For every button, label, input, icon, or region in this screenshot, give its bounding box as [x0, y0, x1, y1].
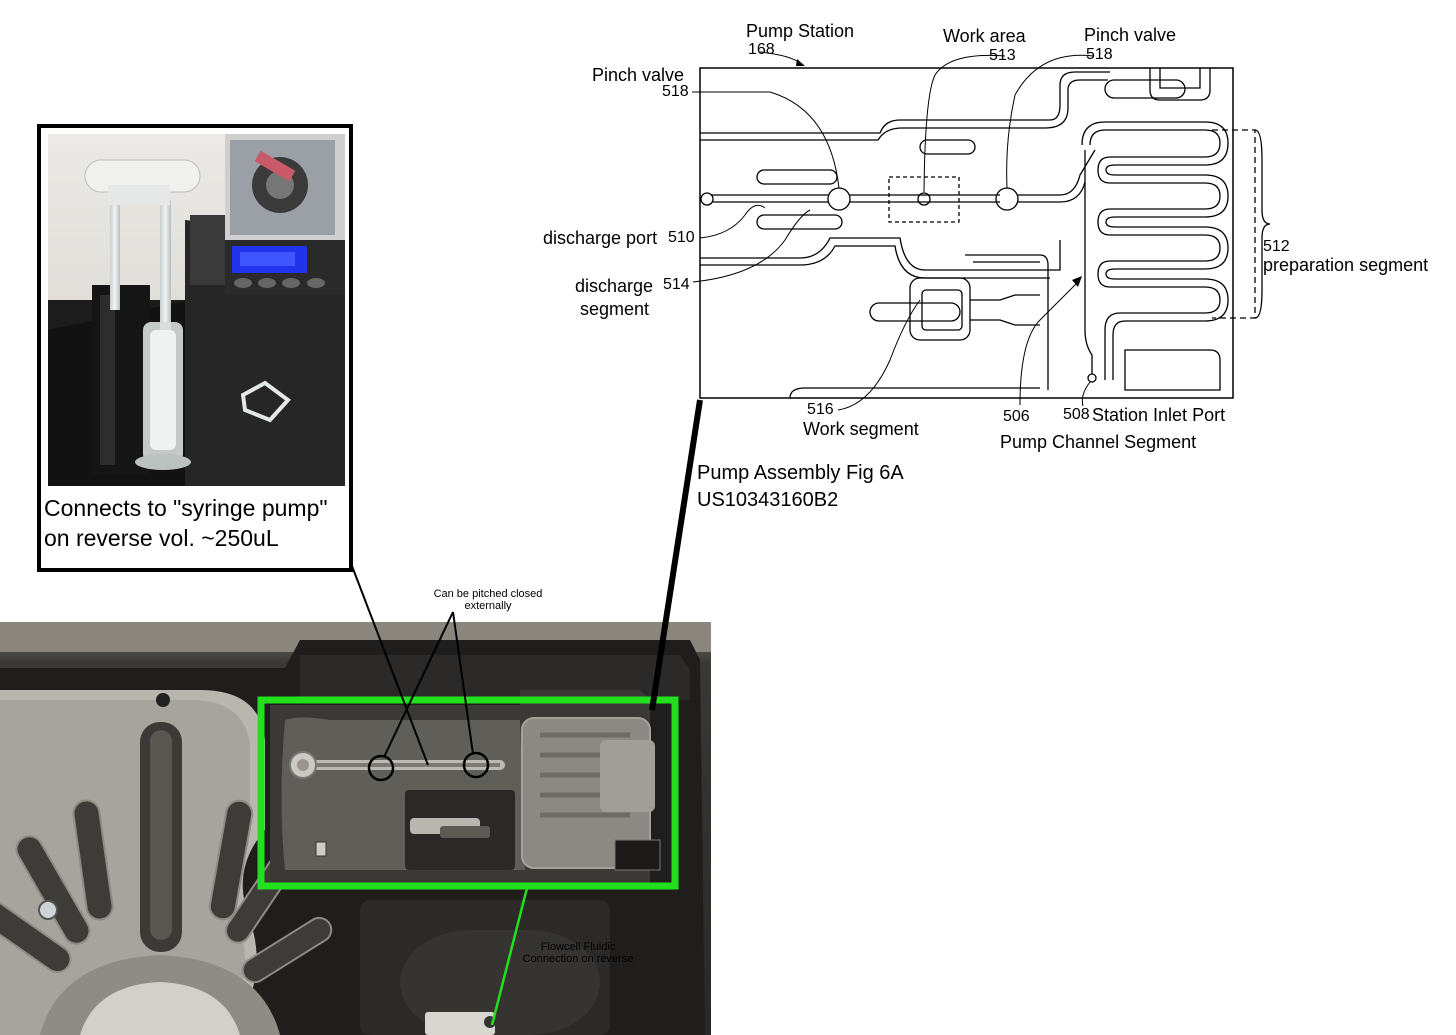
label-discharge-segment-line1: discharge — [575, 276, 654, 296]
label-work-area: Work area — [943, 26, 1026, 46]
label-pump-station: Pump Station — [746, 21, 855, 41]
label-discharge-port: discharge port — [543, 228, 658, 248]
syringe-callout-frame — [37, 124, 353, 572]
syringe-photo — [48, 134, 345, 486]
label-station-inlet-num: 508 — [1063, 406, 1090, 423]
label-preparation-segment: preparation segment — [1263, 255, 1429, 275]
patent-caption-line1: Pump Assembly Fig 6A — [697, 462, 904, 484]
patent-caption: Pump Assembly Fig 6A US10343160B2 — [697, 460, 904, 514]
flowcell-leader — [490, 887, 529, 1026]
pinch-point-right-marker — [462, 751, 490, 779]
patent-caption-line2: US10343160B2 — [697, 489, 839, 511]
leader-lines — [351, 399, 703, 766]
label-pinch-valve-right: Pinch valve — [1084, 25, 1177, 45]
label-pinch-valve-right-num: 518 — [1086, 46, 1113, 63]
label-discharge-segment-num: 514 — [663, 276, 690, 293]
cartridge-photo — [0, 622, 711, 1035]
flowcell-annotation-line2: Connection on reverse — [522, 953, 634, 965]
callout-caption-line2: on reverse vol. ~250uL — [44, 525, 279, 551]
label-work-segment: Work segment — [803, 419, 919, 439]
label-work-segment-num: 516 — [807, 401, 834, 418]
label-pinch-valve-left: Pinch valve — [592, 65, 685, 85]
label-work-area-num: 513 — [989, 47, 1016, 64]
flowcell-annotation-line1: Flowcell Fluidic — [540, 941, 616, 953]
pump-station-highlight — [257, 696, 679, 890]
label-station-inlet-port: Station Inlet Port — [1092, 405, 1226, 425]
pinch-annotation: Can be pitched closed externally — [433, 588, 543, 612]
patent-drawing — [699, 67, 1271, 399]
label-pump-station-num: 168 — [748, 41, 775, 58]
pinch-point-left-marker — [367, 754, 395, 782]
label-pump-channel-num: 506 — [1003, 408, 1030, 425]
label-pinch-valve-left-num: 518 — [662, 83, 689, 100]
label-discharge-segment-line2: segment — [580, 299, 650, 319]
arrowhead-pump-channel — [1072, 276, 1082, 287]
flowcell-annotation: Flowcell Fluidic Connection on reverse — [508, 941, 648, 965]
arrowhead-pump-station — [796, 59, 805, 66]
label-preparation-num: 512 — [1263, 238, 1290, 255]
syringe-callout-caption: Connects to "syringe pump" on reverse vo… — [44, 493, 328, 553]
callout-caption-line1: Connects to "syringe pump" — [44, 495, 328, 521]
label-pump-channel-segment: Pump Channel Segment — [1000, 432, 1197, 452]
label-discharge-port-num: 510 — [668, 229, 695, 246]
patent-leaders — [692, 51, 1094, 411]
